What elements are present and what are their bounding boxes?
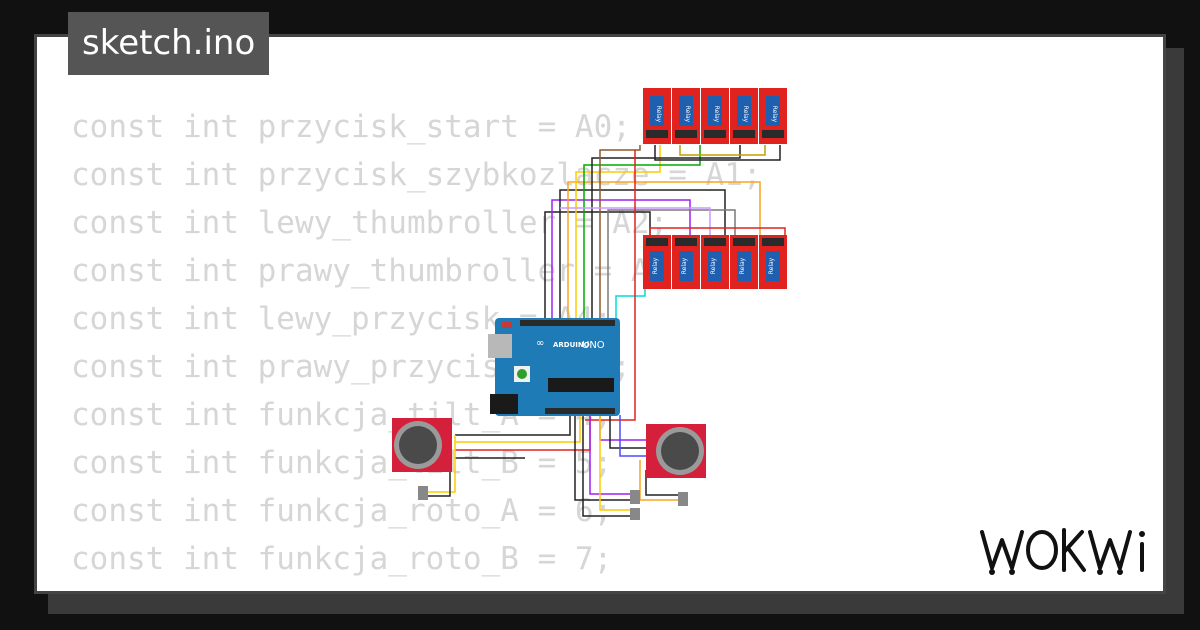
code-line: const int funkcja_tilt_A = 4;: [71, 397, 613, 433]
wire: [559, 189, 726, 320]
relay-label: Relay: [681, 257, 688, 274]
relay-module: Relay: [643, 88, 671, 144]
wires: [428, 145, 786, 517]
code-line: const int funkcja_grab_A = 8;: [71, 583, 762, 591]
wire: [591, 145, 741, 320]
wire: [567, 181, 761, 320]
slide-switch: [678, 492, 688, 506]
code-preview: const int przycisk_start = A0; const int …: [71, 103, 762, 591]
wire: [575, 145, 661, 320]
relay-label: Relay: [739, 257, 746, 274]
joystick-right: [646, 424, 706, 478]
slide-switches: [418, 486, 688, 520]
wire: [455, 415, 571, 436]
wire: [599, 415, 632, 511]
wire: [609, 415, 652, 449]
code-line: const int funkcja_roto_A = 6;: [71, 493, 613, 529]
wire: [589, 415, 632, 495]
relay-label: Relay: [652, 257, 659, 274]
sketch-filename-tab[interactable]: sketch.ino: [68, 12, 270, 75]
wokwi-logo[interactable]: [978, 522, 1150, 582]
relay-module: Relay: [672, 235, 700, 289]
code-line: const int przycisk_start = A0;: [71, 109, 631, 145]
relay-row-top: Relay Relay Relay Relay Relay: [643, 88, 787, 144]
slide-switch: [630, 508, 640, 520]
slide-switch: [418, 486, 428, 500]
board-label: UNO: [582, 340, 605, 351]
wire: [582, 415, 632, 517]
relay-module: Relay: [672, 88, 700, 144]
relay-label: Relay: [684, 106, 691, 123]
wire: [574, 415, 632, 501]
wire: [551, 199, 691, 320]
wire: [599, 415, 652, 441]
joystick-left: [392, 418, 452, 472]
relay-label: Relay: [713, 106, 720, 123]
wire: [645, 470, 680, 496]
relay-label: Relay: [771, 106, 778, 123]
wire: [654, 145, 781, 161]
wire: [679, 145, 766, 156]
wire: [615, 280, 646, 320]
relay-row-bottom: Relay Relay Relay Relay Relay: [643, 235, 787, 289]
relay-module: Relay: [730, 88, 758, 144]
code-line: const int funkcja_roto_B = 7;: [71, 541, 613, 577]
relay-label: Relay: [742, 106, 749, 123]
relay-module: Relay: [701, 88, 729, 144]
relay-label: Relay: [655, 106, 662, 123]
relay-module: Relay: [730, 235, 758, 289]
wire: [599, 145, 641, 320]
wire: [619, 415, 652, 457]
wire: [585, 150, 636, 421]
wire: [560, 207, 711, 235]
relay-label: Relay: [768, 257, 775, 274]
wire: [649, 227, 786, 235]
wire: [455, 415, 581, 443]
relay-module: Relay: [759, 88, 787, 144]
wire: [544, 211, 651, 320]
code-line: const int lewy_thumbroller = A2;: [71, 205, 669, 241]
board-brand: ARDUINO: [553, 341, 590, 349]
wire: [428, 435, 456, 493]
relay-module: Relay: [701, 235, 729, 289]
svg-text:∞: ∞: [536, 338, 544, 349]
relay-label: Relay: [710, 257, 717, 274]
arduino-uno-board: ARDUINO UNO ∞: [488, 318, 620, 416]
wire: [607, 209, 736, 320]
relay-module: Relay: [643, 235, 671, 289]
code-line: const int funkcja_tilt_B = 5;: [71, 445, 613, 481]
relay-module: Relay: [759, 235, 787, 289]
circuit-diagram: Relay Relay Relay Relay Relay Relay: [392, 88, 787, 520]
slide-switch: [630, 490, 640, 504]
